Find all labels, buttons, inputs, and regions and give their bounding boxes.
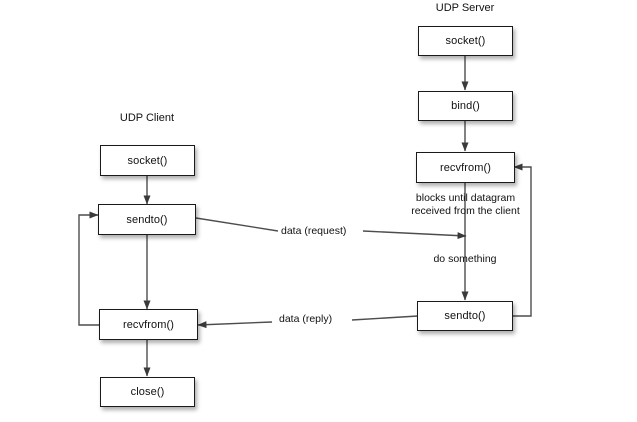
server-node-recvfrom[interactable]: recvfrom() <box>416 152 515 183</box>
edge-data-reply-left-segment <box>197 321 273 329</box>
edge-label-data-request: data (request) <box>278 225 350 237</box>
edge-data-reply-right-segment <box>351 315 419 321</box>
server-blocks-note-line1: blocks until datagram <box>415 192 516 204</box>
server-blocks-note-line2: received from the client <box>411 205 520 217</box>
client-node-close[interactable]: close() <box>100 377 195 407</box>
edge-data-request-left-segment <box>195 217 279 232</box>
edge-server-loop-sendto-to-recvfrom <box>512 163 532 317</box>
server-node-socket[interactable]: socket() <box>418 26 513 56</box>
server-blocks-note: blocks until datagram received from the … <box>393 192 538 218</box>
edge-client-loop-recvfrom-to-sendto <box>78 211 100 326</box>
edge-label-data-reply: data (reply) <box>276 313 336 325</box>
client-column-title: UDP Client <box>119 112 175 124</box>
client-node-sendto[interactable]: sendto() <box>98 204 196 235</box>
client-node-socket[interactable]: socket() <box>100 145 195 176</box>
server-column-title: UDP Server <box>435 2 495 14</box>
client-node-recvfrom[interactable]: recvfrom() <box>99 309 198 340</box>
edge-data-request-right-segment <box>362 230 467 240</box>
server-do-something-note: do something <box>433 253 497 265</box>
server-node-bind[interactable]: bind() <box>418 91 513 121</box>
server-node-sendto[interactable]: sendto() <box>417 301 513 331</box>
